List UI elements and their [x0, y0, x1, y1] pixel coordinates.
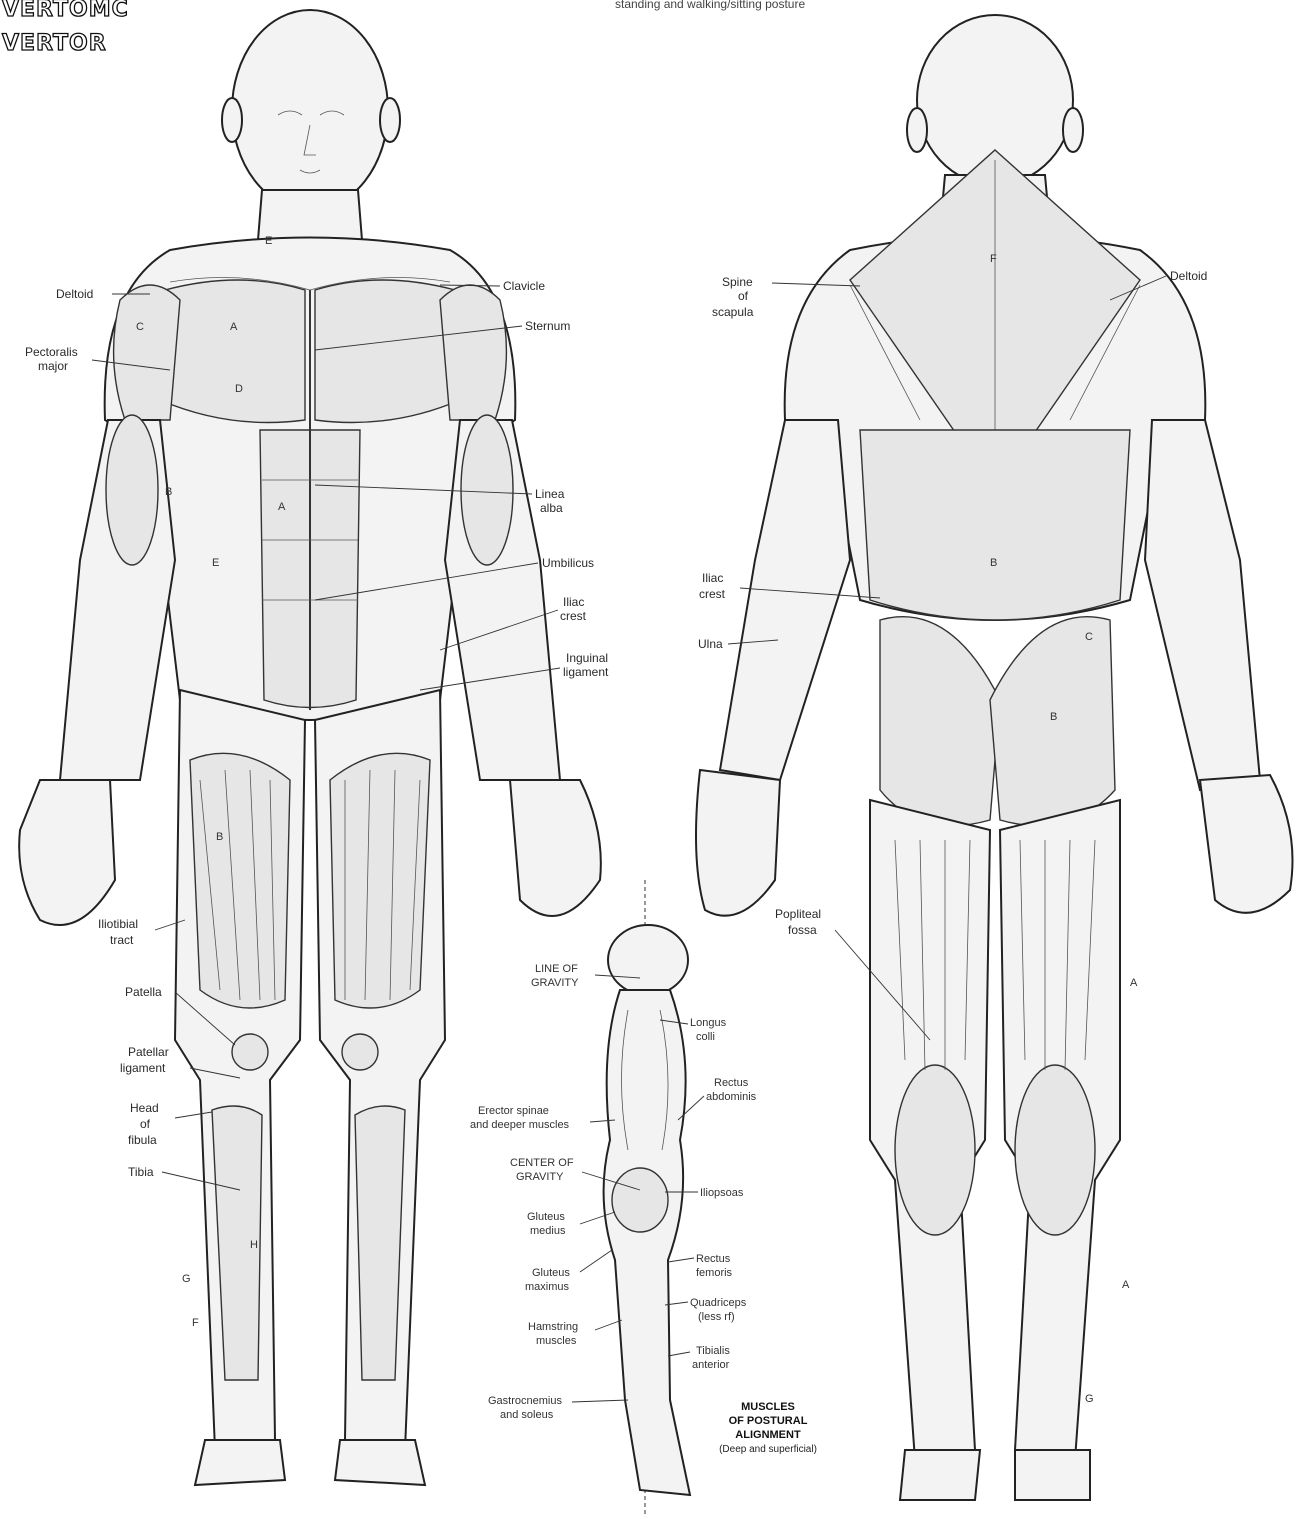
label-tibialis-anterior-2: anterior — [692, 1359, 730, 1371]
letter-b-thigh: B — [216, 831, 223, 843]
letter-f-post: F — [990, 253, 997, 265]
label-pectoralis-major-2: major — [38, 359, 68, 373]
letter-e-neck: E — [265, 235, 272, 247]
label-gluteus-maximus-2: maximus — [525, 1281, 570, 1293]
label-linea-alba-2: alba — [540, 501, 563, 515]
label-popliteal-fossa-1: Popliteal — [775, 907, 821, 921]
label-line-of-gravity-2: GRAVITY — [531, 977, 579, 989]
label-deltoid: Deltoid — [56, 287, 93, 301]
letter-c: C — [136, 321, 144, 333]
letter-g: G — [182, 1273, 191, 1285]
label-iliopsoas: Iliopsoas — [700, 1187, 744, 1199]
letter-g-post: G — [1085, 1393, 1094, 1405]
label-gluteus-maximus-1: Gluteus — [532, 1267, 570, 1279]
label-deltoid-post: Deltoid — [1170, 269, 1207, 283]
label-inguinal-ligament-1: Inguinal — [566, 651, 608, 665]
label-iliac-crest-post-1: Iliac — [702, 571, 723, 585]
caption-line1: MUSCLES — [741, 1401, 795, 1413]
label-gluteus-medius-1: Gluteus — [527, 1211, 565, 1223]
anterior-figure — [19, 10, 601, 1485]
label-spine-of-scapula-2: of — [738, 289, 749, 303]
letter-a-post: A — [1130, 977, 1138, 989]
label-spine-of-scapula-1: Spine — [722, 275, 753, 289]
letter-b-glute: B — [1050, 711, 1057, 723]
anterior-head — [232, 10, 388, 210]
letter-h: H — [250, 1239, 258, 1251]
letter-a: A — [230, 321, 238, 333]
header-line1: VERTOMC — [2, 0, 129, 22]
label-head-of-fibula-3: fibula — [128, 1133, 157, 1147]
label-hamstring-2: muscles — [536, 1335, 577, 1347]
label-rectus-femoris-2: femoris — [696, 1267, 733, 1279]
lateral-figure — [604, 880, 690, 1515]
label-iliotibial-tract-2: tract — [110, 933, 134, 947]
letter-f: F — [192, 1317, 199, 1329]
label-patella: Patella — [125, 985, 162, 999]
label-rectus-abdominis-2: abdominis — [706, 1091, 757, 1103]
label-rectus-abdominis-1: Rectus — [714, 1077, 749, 1089]
label-patellar-ligament-1: Patellar — [128, 1045, 169, 1059]
label-ulna: Ulna — [698, 637, 723, 651]
letter-a-abs: A — [278, 501, 286, 513]
label-hamstring-1: Hamstring — [528, 1321, 578, 1333]
letter-b: B — [165, 486, 172, 498]
label-longus-colli-2: colli — [696, 1031, 715, 1043]
letter-b-post: B — [990, 557, 997, 569]
label-iliac-crest-2: crest — [560, 609, 587, 623]
header-line2: VERTOR — [2, 31, 107, 56]
label-quadriceps-2: (less rf) — [698, 1311, 735, 1323]
caption-line3: ALIGNMENT — [735, 1429, 801, 1441]
label-gluteus-medius-2: medius — [530, 1225, 566, 1237]
letter-e: E — [212, 557, 219, 569]
label-tibialis-anterior-1: Tibialis — [696, 1345, 730, 1357]
label-inguinal-ligament-2: ligament — [563, 665, 609, 679]
label-center-of-gravity-1: CENTER OF — [510, 1157, 574, 1169]
label-iliac-crest-1: Iliac — [563, 595, 584, 609]
label-erector-spinae-1: Erector spinae — [478, 1105, 549, 1117]
letter-d: D — [235, 383, 243, 395]
label-quadriceps-1: Quadriceps — [690, 1297, 747, 1309]
label-pectoralis-major-1: Pectoralis — [25, 345, 78, 359]
label-umbilicus: Umbilicus — [542, 556, 594, 570]
label-gastrocnemius-2: and soleus — [500, 1409, 554, 1421]
label-center-of-gravity-2: GRAVITY — [516, 1171, 564, 1183]
label-patellar-ligament-2: ligament — [120, 1061, 166, 1075]
label-rectus-femoris-1: Rectus — [696, 1253, 731, 1265]
label-iliac-crest-post-2: crest — [699, 587, 726, 601]
header-subtitle: standing and walking/sitting posture — [615, 0, 805, 11]
label-erector-spinae-2: and deeper muscles — [470, 1119, 570, 1131]
label-sternum: Sternum — [525, 319, 570, 333]
label-longus-colli-1: Longus — [690, 1017, 727, 1029]
label-head-of-fibula-2: of — [140, 1117, 151, 1131]
posterior-figure — [696, 15, 1293, 1500]
label-iliotibial-tract-1: Iliotibial — [98, 917, 138, 931]
caption: MUSCLES OF POSTURAL ALIGNMENT (Deep and … — [719, 1401, 817, 1455]
caption-note: (Deep and superficial) — [719, 1444, 817, 1455]
label-gastrocnemius-1: Gastrocnemius — [488, 1395, 562, 1407]
label-head-of-fibula-1: Head — [130, 1101, 159, 1115]
label-linea-alba-1: Linea — [535, 487, 565, 501]
letter-a-calf: A — [1122, 1279, 1130, 1291]
header: VERTOMC VERTOR standing and walking/sitt… — [2, 0, 805, 56]
label-line-of-gravity-1: LINE OF — [535, 963, 578, 975]
label-tibia: Tibia — [128, 1165, 154, 1179]
label-popliteal-fossa-2: fossa — [788, 923, 817, 937]
label-clavicle: Clavicle — [503, 279, 545, 293]
label-spine-of-scapula-3: scapula — [712, 305, 754, 319]
letter-c-post: C — [1085, 631, 1093, 643]
caption-line2: OF POSTURAL — [729, 1415, 808, 1427]
